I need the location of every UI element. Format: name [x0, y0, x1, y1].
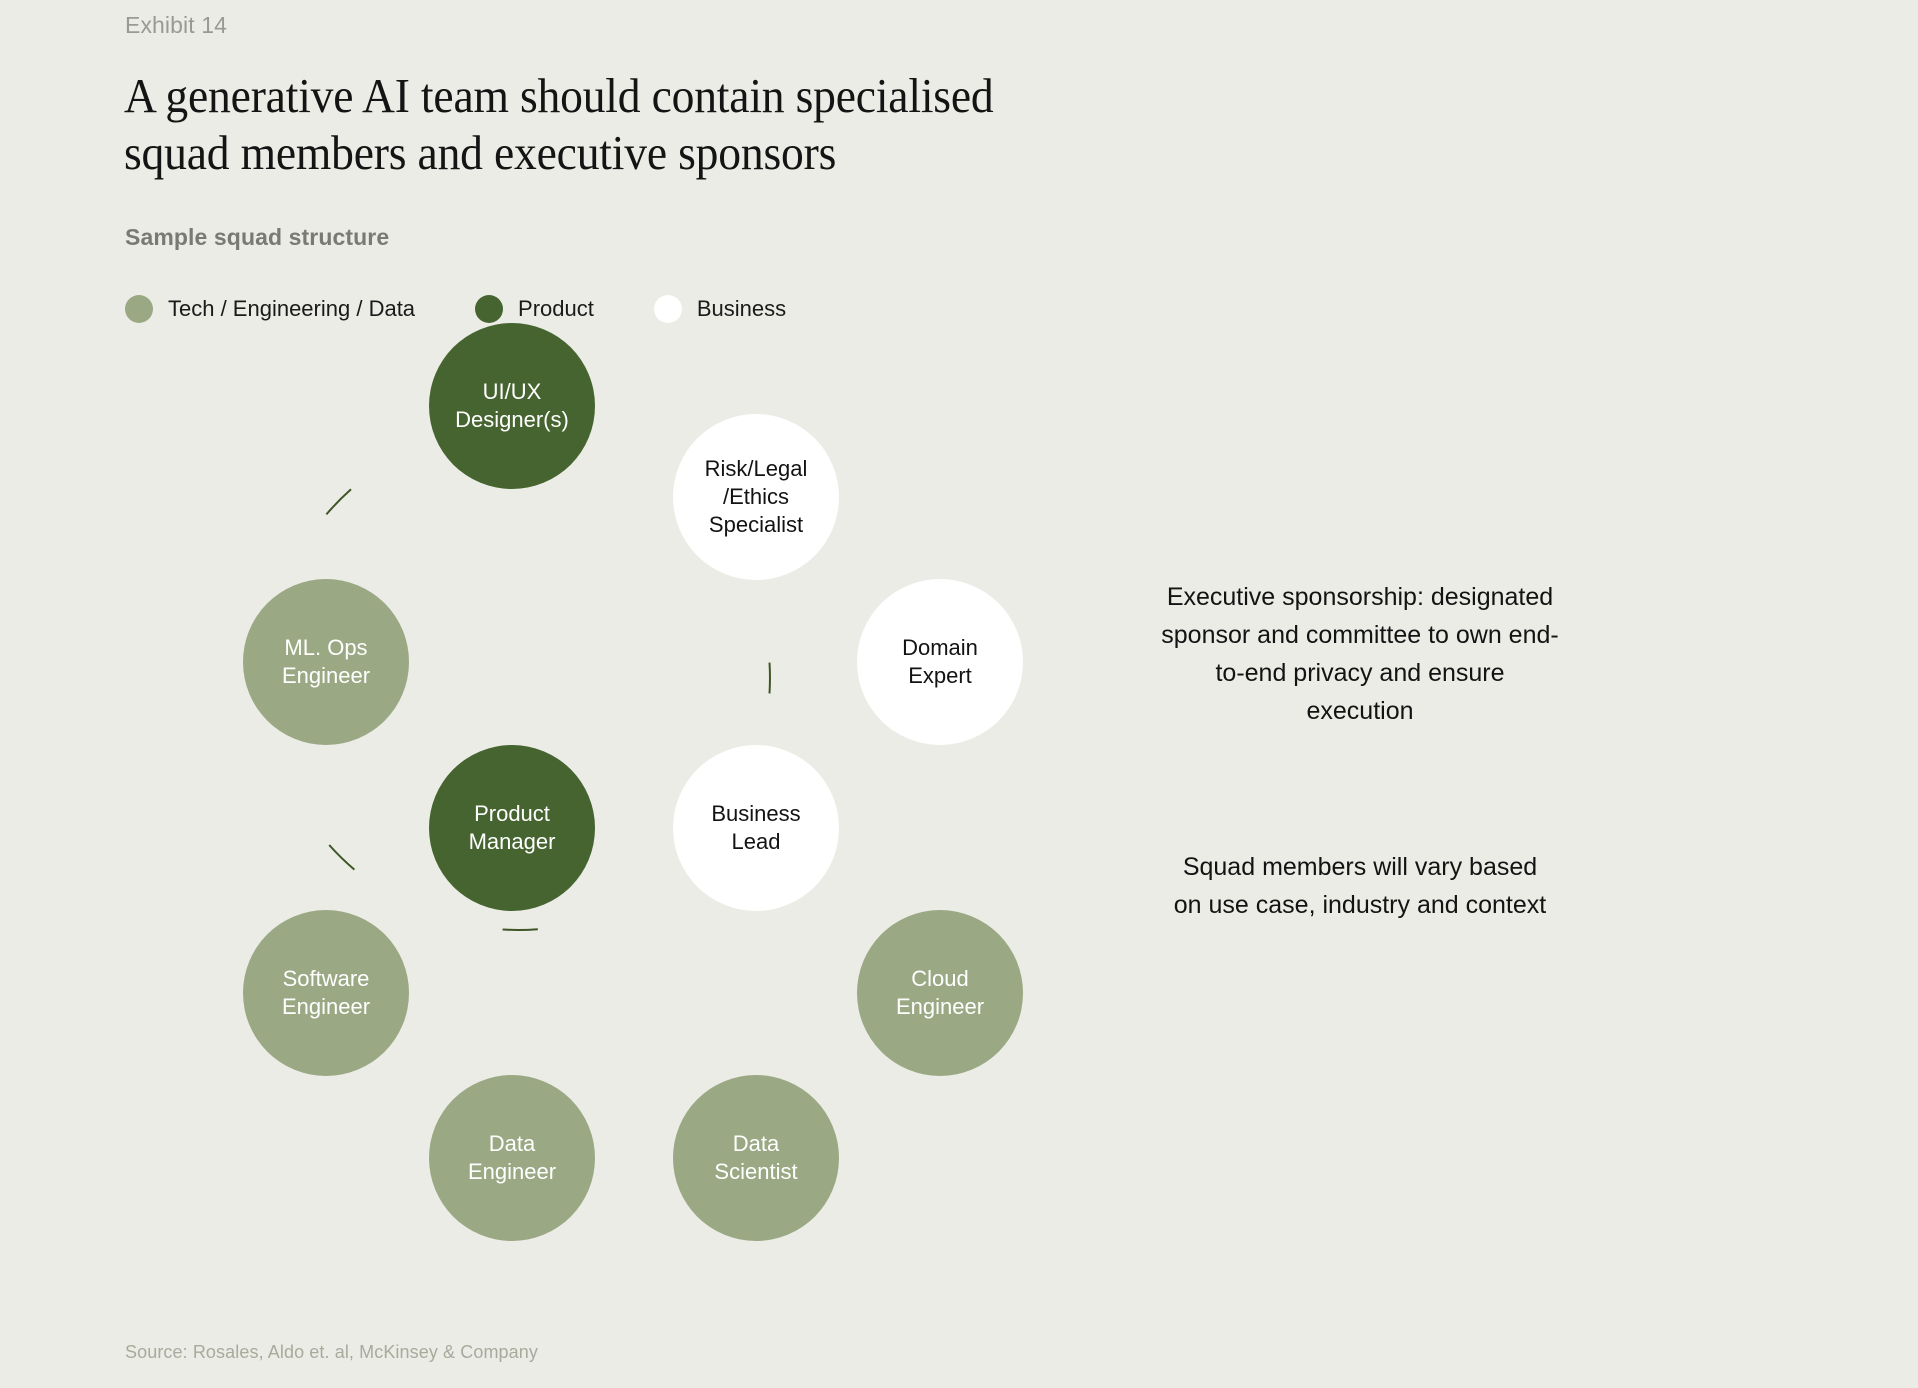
source-citation: Source: Rosales, Aldo et. al, McKinsey &… — [125, 1342, 538, 1362]
legend-dot-tech-icon — [125, 295, 153, 323]
page-title-line-2: squad members and executive sponsors — [124, 124, 837, 180]
connector-swe-to-mlops — [325, 488, 352, 516]
connector-cloud-to-datasci — [502, 928, 538, 931]
legend-label-product: Product — [518, 296, 594, 321]
note-squad-variability: Squad members will vary based on use cas… — [1173, 853, 1547, 919]
legend-dot-product-icon — [475, 295, 504, 323]
page-title: A generative AI team should contain spec… — [124, 68, 1287, 182]
legend-item-product: Product — [475, 295, 594, 323]
legend-item-tech: Tech / Engineering / Data — [125, 295, 415, 323]
legend-label-business: Business — [696, 296, 787, 321]
legend-item-business: Business — [653, 295, 787, 323]
page-subtitle: Sample squad structure — [125, 224, 390, 250]
legend-label-tech: Tech / Engineering / Data — [168, 296, 416, 321]
exhibit-label: Exhibit 14 — [125, 12, 228, 38]
legend-dot-business-icon — [653, 295, 682, 323]
legend: Tech / Engineering / Data Product Busine… — [125, 295, 846, 323]
note-executive-sponsorship: Executive sponsorship: designated sponso… — [1161, 583, 1559, 725]
page-title-line-1: A generative AI team should contain spec… — [124, 68, 994, 123]
connector-datasci-to-dataeng — [328, 844, 356, 871]
